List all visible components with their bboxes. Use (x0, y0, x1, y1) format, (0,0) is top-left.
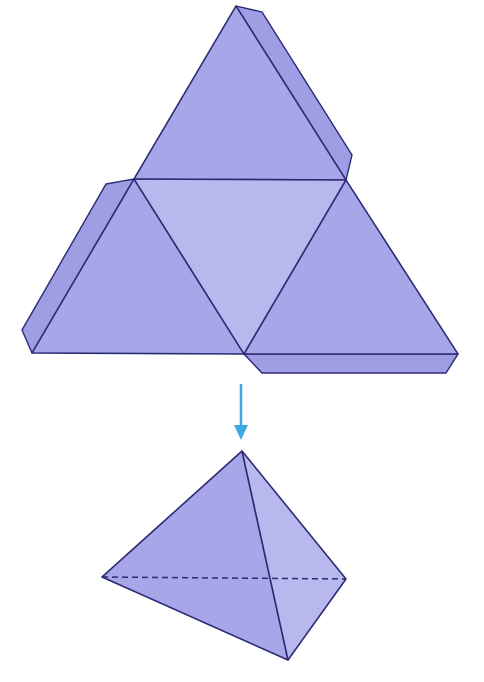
triangular-pyramid (101, 450, 347, 661)
pyramid-face-right (241, 450, 347, 661)
fold-arrow (234, 384, 248, 440)
net-face-right (243, 179, 459, 355)
net-glue-tab-bottom (243, 353, 459, 374)
tetrahedron-net (21, 5, 459, 374)
arrow-head (234, 425, 248, 440)
pyramid-hidden-base-edge (101, 576, 347, 580)
net-face-top (133, 5, 347, 181)
